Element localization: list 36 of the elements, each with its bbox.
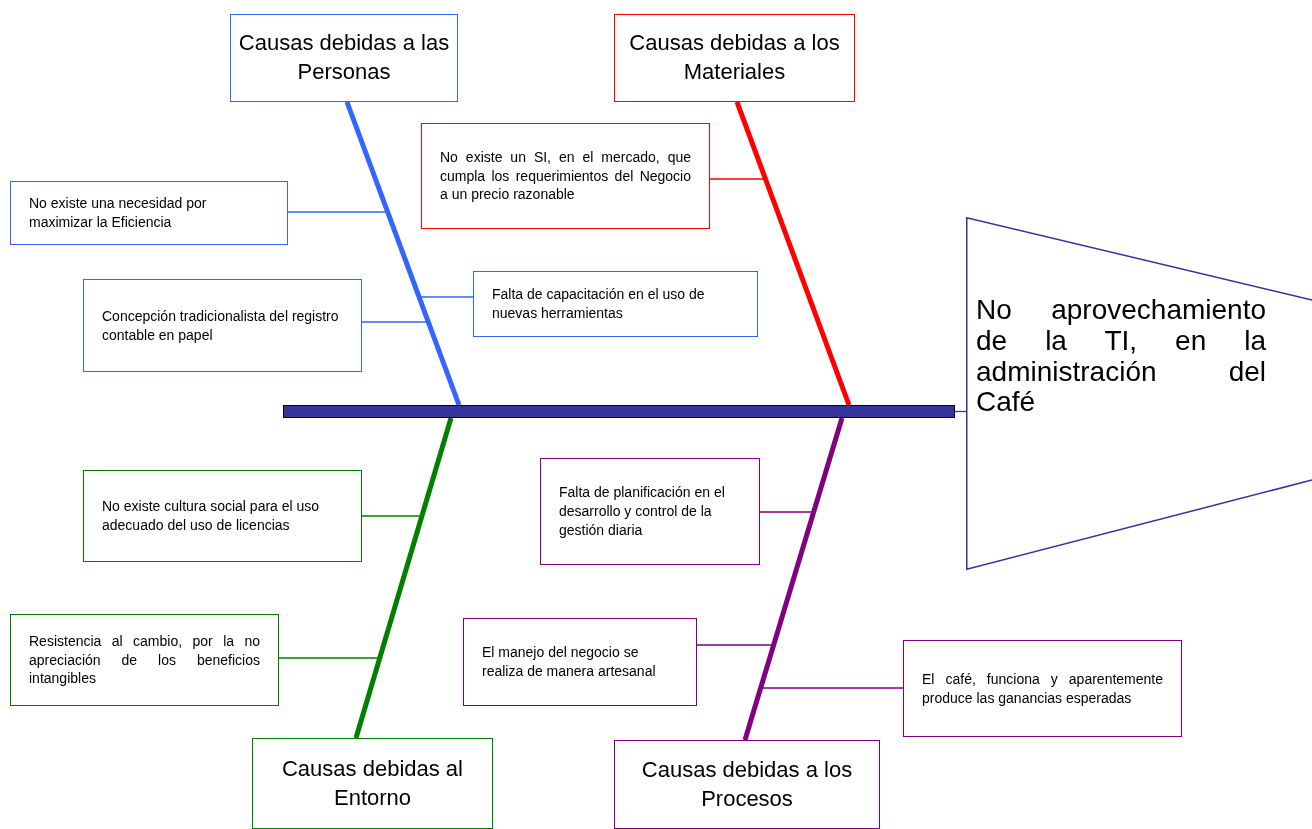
cause-text: Falta de capacitación en el uso de nuevas herramientas <box>492 285 706 323</box>
category-bone <box>734 101 852 406</box>
cause-text: Concepción tradicionalista del registro contable en papel <box>102 306 340 345</box>
cause-text: No existe cultura social para el uso adecuado del uso de licencias <box>102 497 321 535</box>
category-box <box>252 738 493 829</box>
cause-text: No existe un SI, en el mercado, que cumpla los requerimientos del Negocio a un precio razonable <box>440 147 691 205</box>
cause-box <box>10 181 288 245</box>
category-box <box>614 740 880 829</box>
cause-box <box>10 614 279 706</box>
category-bone <box>742 417 845 741</box>
cause-box <box>903 640 1182 737</box>
cause-text: No existe una necesidad por maximizar la Eficiencia <box>29 194 208 232</box>
cause-box <box>540 458 760 565</box>
spine-bar <box>283 405 955 418</box>
cause-box <box>83 470 362 562</box>
cause-box <box>421 123 710 229</box>
cause-box <box>473 271 758 337</box>
cause-text: El café, funciona y aparentemente produce las ganancias esperadas <box>922 669 1163 708</box>
category-box <box>614 14 855 102</box>
category-bone <box>353 417 454 739</box>
category-label: Causas debidas a los Materiales <box>628 29 841 86</box>
cause-line <box>346 101 430 323</box>
cause-text: Resistencia al cambio, por la no apreciación de los beneficios intangibles <box>29 631 260 689</box>
cause-text: El manejo del negocio se realiza de manera artesanal <box>482 643 657 681</box>
cause-box <box>463 618 697 706</box>
cause-text: Falta de planificación en el desarrollo y control de la gestión diaria <box>559 483 726 540</box>
category-label: Causas debidas a las Personas <box>237 29 451 86</box>
category-bone <box>344 101 462 406</box>
category-label: Causas debidas al Entorno <box>281 754 464 812</box>
cause-line <box>744 687 904 741</box>
cause-line <box>709 101 767 180</box>
cause-box <box>83 279 362 372</box>
effect-text: No aprovechamiento de la TI, en la administración del Café <box>976 295 1266 419</box>
category-label: Causas debidas a los Procesos <box>640 755 854 813</box>
category-box <box>230 14 458 102</box>
cause-line <box>278 657 381 739</box>
